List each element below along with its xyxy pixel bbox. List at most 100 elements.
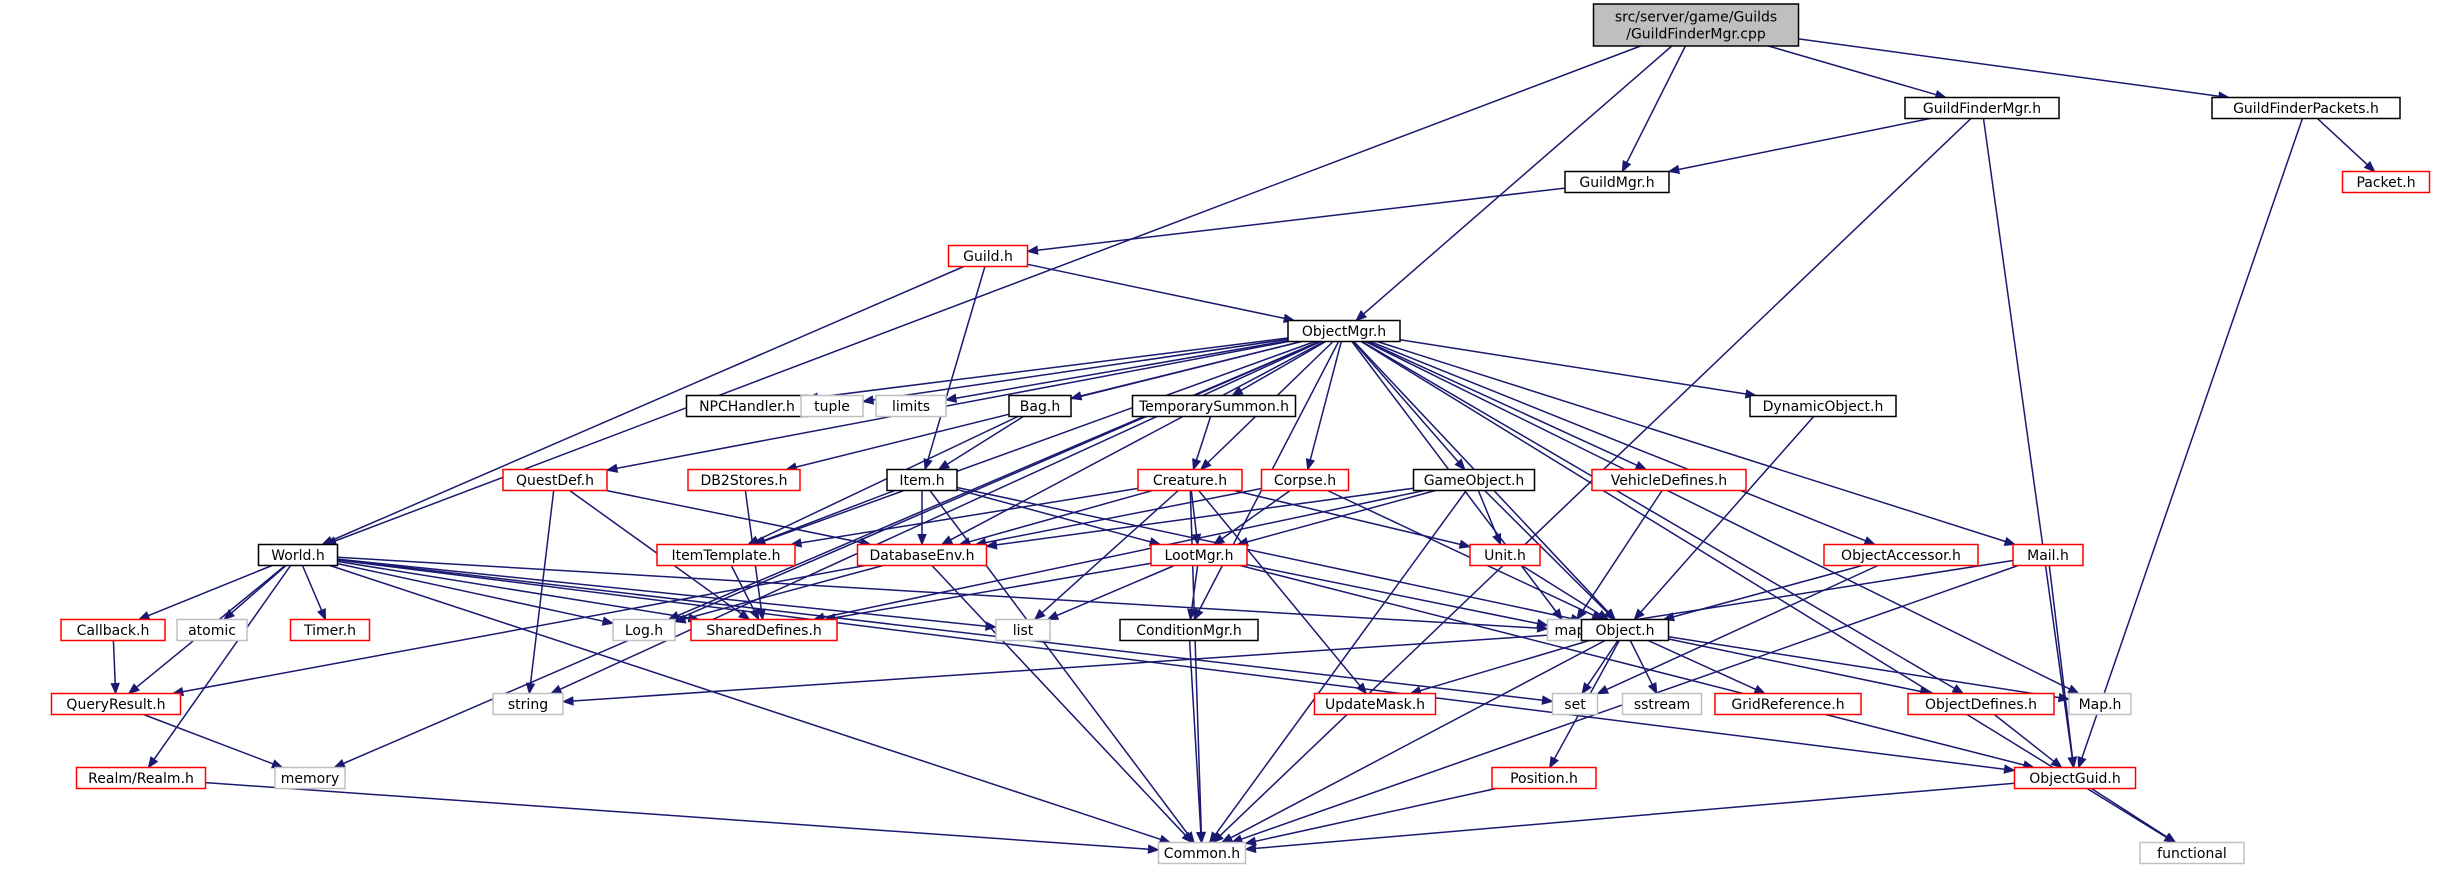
edge-arrowhead bbox=[110, 682, 120, 695]
node-itemtemplate-h[interactable]: ItemTemplate.h bbox=[656, 543, 796, 567]
node-label: Unit.h bbox=[1484, 548, 1526, 564]
edge-Object_h-to-Map_h bbox=[1668, 636, 2071, 703]
edge-arrowhead bbox=[1551, 608, 1563, 621]
edge-line bbox=[616, 340, 1289, 470]
edge-line bbox=[337, 558, 987, 627]
node-objectguid-h[interactable]: ObjectGuid.h bbox=[2013, 766, 2137, 790]
edge-line bbox=[1360, 340, 2167, 838]
edge-ObjectMgr_h-to-ItemTemplate_h bbox=[753, 340, 1316, 546]
node-temporarysummon-h[interactable]: TemporarySummon.h bbox=[1131, 394, 1297, 418]
edge-VehicleDefines_h-to-map bbox=[1576, 490, 1663, 621]
node-lootmgr-h[interactable]: LootMgr.h bbox=[1150, 543, 1248, 567]
edge-arrowhead bbox=[1046, 611, 1060, 621]
edge-QuestDef_h-to-string bbox=[525, 490, 555, 695]
node-objectmgr-h[interactable]: ObjectMgr.h bbox=[1287, 319, 1401, 343]
node-objectdefines-h[interactable]: ObjectDefines.h bbox=[1907, 692, 2055, 716]
edge-arrowhead bbox=[1576, 608, 1587, 621]
node-mail-h[interactable]: Mail.h bbox=[2012, 543, 2084, 567]
edge-Object_h-to-Common_h bbox=[1220, 639, 1606, 844]
node-box bbox=[1591, 468, 1747, 492]
edge-arrowhead bbox=[2067, 684, 2080, 695]
node-label: GameObject.h bbox=[1424, 473, 1525, 489]
node-gridreference-h[interactable]: GridReference.h bbox=[1714, 692, 1862, 716]
edge-line bbox=[1629, 640, 1653, 685]
node-label: World.h bbox=[271, 548, 324, 564]
node-position-h[interactable]: Position.h bbox=[1491, 766, 1597, 790]
edge-arrowhead bbox=[127, 683, 140, 695]
node-label: DB2Stores.h bbox=[701, 473, 788, 489]
node-root[interactable]: src/server/game/Guilds/GuildFinderMgr.cp… bbox=[1592, 3, 1800, 47]
node-box bbox=[176, 618, 248, 642]
node-gameobject-h[interactable]: GameObject.h bbox=[1412, 468, 1536, 492]
node-label: string bbox=[508, 697, 548, 713]
node-queryresult-h[interactable]: QueryResult.h bbox=[50, 692, 182, 716]
edge-arrowhead bbox=[985, 540, 998, 550]
node-label: UpdateMask.h bbox=[1325, 697, 1425, 713]
node-timer-h[interactable]: Timer.h bbox=[289, 618, 371, 642]
edge-arrowhead bbox=[1187, 608, 1197, 621]
node-guildfinderpackets-h[interactable]: GuildFinderPackets.h bbox=[2211, 96, 2401, 120]
edge-line bbox=[1587, 640, 1619, 686]
node-corpse-h[interactable]: Corpse.h bbox=[1260, 468, 1350, 492]
node-atomic: atomic bbox=[176, 618, 248, 642]
node-dynamicobject-h[interactable]: DynamicObject.h bbox=[1749, 394, 1897, 418]
edge-arrowhead bbox=[749, 608, 760, 621]
node-unit-h[interactable]: Unit.h bbox=[1469, 543, 1541, 567]
node-shareddefines-h[interactable]: SharedDefines.h bbox=[690, 618, 838, 642]
edge-line bbox=[1982, 118, 2073, 758]
edge-arrowhead bbox=[525, 682, 536, 695]
node-box bbox=[2139, 841, 2245, 865]
edge-GuildFinderMgr_h-to-GuildMgr_h bbox=[1667, 117, 1931, 175]
node-label: Corpse.h bbox=[1274, 473, 1336, 489]
node-label: memory bbox=[281, 771, 340, 787]
node-bag-h[interactable]: Bag.h bbox=[1008, 394, 1072, 418]
node-objectaccessor-h[interactable]: ObjectAccessor.h bbox=[1823, 543, 1979, 567]
node-label: ObjectDefines.h bbox=[1925, 697, 2037, 713]
node-callback-h[interactable]: Callback.h bbox=[60, 618, 166, 642]
node-item-h[interactable]: Item.h bbox=[886, 468, 958, 492]
node-world-h[interactable]: World.h bbox=[257, 543, 339, 567]
edge-line bbox=[1668, 636, 2060, 699]
edge-line bbox=[1037, 187, 1566, 251]
edge-line bbox=[996, 487, 1414, 546]
edge-arrowhead bbox=[1549, 756, 1559, 769]
edge-arrowhead bbox=[940, 535, 954, 546]
node-label: GuildMgr.h bbox=[1579, 175, 1654, 191]
edge-root-to-GuildMgr_h bbox=[1621, 45, 1687, 173]
edge-line bbox=[2090, 787, 2168, 838]
edge-Realm_h-to-Common_h bbox=[205, 781, 1160, 854]
node-label: NPCHandler.h bbox=[699, 399, 795, 415]
node-guildmgr-h[interactable]: GuildMgr.h bbox=[1564, 170, 1670, 194]
node-box bbox=[1412, 468, 1536, 492]
node-label: functional bbox=[2157, 846, 2227, 862]
node-realm-h[interactable]: Realm/Realm.h bbox=[75, 766, 207, 790]
edge-arrowhead bbox=[2057, 692, 2071, 703]
node-box bbox=[1313, 692, 1437, 716]
edge-line bbox=[1626, 45, 1687, 163]
node-packet-h[interactable]: Packet.h bbox=[2341, 170, 2431, 194]
node-guild-h[interactable]: Guild.h bbox=[947, 244, 1029, 268]
node-questdef-h[interactable]: QuestDef.h bbox=[502, 468, 608, 492]
node-databaseenv-h[interactable]: DatabaseEnv.h bbox=[856, 543, 988, 567]
edge-ObjectGuid_h-to-Common_h bbox=[1244, 782, 2015, 854]
node-conditionmgr-h[interactable]: ConditionMgr.h bbox=[1119, 618, 1259, 642]
node-box bbox=[75, 766, 207, 790]
node-box bbox=[2341, 170, 2431, 194]
node-label: ItemTemplate.h bbox=[671, 548, 780, 564]
edge-ObjectMgr_h-to-VehicleDefines_h bbox=[1366, 340, 1648, 471]
edge-World_h-to-Log_h bbox=[337, 562, 615, 626]
edge-arrowhead bbox=[2050, 757, 2063, 769]
node-npchandler-h[interactable]: NPCHandler.h bbox=[685, 394, 809, 418]
edge-arrowhead bbox=[147, 756, 159, 769]
node-guildfindermgr-h[interactable]: GuildFinderMgr.h bbox=[1904, 96, 2060, 120]
node-list: list bbox=[995, 618, 1051, 642]
node-object-h[interactable]: Object.h bbox=[1580, 618, 1670, 642]
edge-arrowhead bbox=[1208, 831, 1220, 844]
node-db2stores-h[interactable]: DB2Stores.h bbox=[687, 468, 801, 492]
edge-line bbox=[764, 340, 1316, 542]
edge-line bbox=[1240, 340, 1327, 392]
edge-arrowhead bbox=[320, 536, 334, 546]
node-updatemask-h[interactable]: UpdateMask.h bbox=[1313, 692, 1437, 716]
node-vehicledefines-h[interactable]: VehicleDefines.h bbox=[1591, 468, 1747, 492]
node-creature-h[interactable]: Creature.h bbox=[1137, 468, 1243, 492]
